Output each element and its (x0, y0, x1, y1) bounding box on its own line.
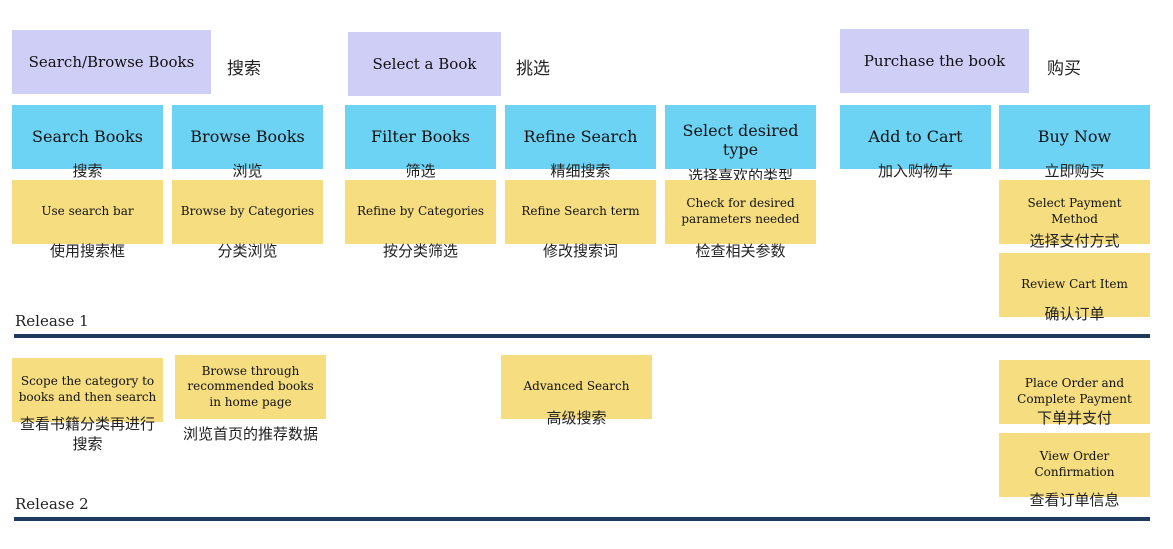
story-card-review-cart-item: Review Cart Item (999, 253, 1150, 317)
story-label: Browse by Categories (180, 204, 315, 219)
story-zh-label: 选择支付方式 (1029, 232, 1120, 250)
activity-zh-label: 购买 (1047, 59, 1081, 79)
story-zh-label: 修改搜索词 (542, 242, 618, 260)
story-card-refine-by-categories: Refine by Categories (345, 180, 496, 244)
story-label: Advanced Search (523, 379, 630, 394)
task-zh-label: 加入购物车 (877, 162, 953, 180)
story-label: Check for desired parameters needed (681, 196, 800, 226)
story-label: View Order Confirmation (1034, 449, 1115, 479)
story-card-check-parameters: Check for desired parameters needed (665, 180, 816, 244)
story-zh-label: 检查相关参数 (695, 242, 786, 260)
story-label: Refine by Categories (356, 204, 485, 219)
task-card-browse-books: Browse Books (172, 105, 323, 169)
task-zh-label: 精细搜索 (550, 162, 611, 180)
story-zh-label: 按分类筛选 (382, 242, 458, 260)
release-2-divider (14, 517, 1150, 521)
activity-label: Search/Browse Books (28, 53, 195, 71)
story-zh-label: 高级搜索 (546, 409, 607, 427)
story-card-place-order: Place Order and Complete Payment (999, 360, 1150, 424)
story-label: Use search bar (41, 204, 134, 219)
task-zh-label: 浏览 (232, 162, 263, 180)
task-label: Filter Books (371, 127, 470, 147)
story-zh-label: 确认订单 (1044, 305, 1105, 323)
story-card-view-order-confirmation: View Order Confirmation (999, 433, 1150, 497)
task-label: Add to Cart (868, 127, 963, 147)
story-zh-label: 使用搜索框 (49, 242, 125, 260)
story-card-browse-by-categories: Browse by Categories (172, 180, 323, 244)
activity-zh-label: 挑选 (516, 59, 550, 79)
activity-card-purchase: Purchase the book (840, 29, 1029, 93)
task-card-buy-now: Buy Now (999, 105, 1150, 169)
story-label: Refine Search term (521, 204, 640, 219)
story-label: Place Order and Complete Payment (1017, 376, 1132, 406)
task-label: Buy Now (1037, 127, 1112, 147)
task-label: Refine Search (523, 127, 638, 147)
story-zh-label: 下单并支付 (1036, 409, 1112, 427)
story-zh-label: 浏览首页的推荐数据 (182, 425, 318, 443)
story-label: Select Payment Method (1027, 196, 1122, 226)
story-label: Review Cart Item (1021, 277, 1128, 292)
release-1-label: Release 1 (15, 312, 89, 330)
task-card-filter-books: Filter Books (345, 105, 496, 169)
task-card-refine-search: Refine Search (505, 105, 656, 169)
task-zh-label: 筛选 (405, 162, 436, 180)
story-zh-label: 查看书籍分类再进行 (19, 415, 155, 433)
task-label: Search Books (32, 127, 143, 147)
story-card-select-payment-method: Select Payment Method (999, 180, 1150, 244)
story-card-scope-category: Scope the category to books and then sea… (12, 358, 163, 422)
story-label: Scope the category to books and then sea… (18, 374, 157, 404)
activity-card-select-book: Select a Book (348, 32, 501, 96)
task-card-select-desired-type: Select desired type (665, 105, 816, 169)
story-zh-label: 搜索 (72, 435, 103, 453)
activity-label: Purchase the book (863, 52, 1006, 70)
task-label: Browse Books (190, 127, 305, 147)
release-1-divider (14, 334, 1150, 338)
release-2-label: Release 2 (15, 495, 89, 513)
story-card-use-search-bar: Use search bar (12, 180, 163, 244)
story-card-refine-search-term: Refine Search term (505, 180, 656, 244)
story-card-browse-recommended: Browse through recommended books in home… (175, 355, 326, 419)
activity-zh-label: 搜索 (227, 59, 261, 79)
activity-card-search-browse: Search/Browse Books (12, 30, 211, 94)
task-label: Select desired type (682, 121, 799, 160)
story-card-advanced-search: Advanced Search (501, 355, 652, 419)
activity-label: Select a Book (372, 55, 477, 73)
task-card-add-to-cart: Add to Cart (840, 105, 991, 169)
story-zh-label: 分类浏览 (217, 242, 278, 260)
task-zh-label: 搜索 (72, 162, 103, 180)
task-card-search-books: Search Books (12, 105, 163, 169)
task-zh-label: 立即购买 (1044, 162, 1105, 180)
story-label: Browse through recommended books in home… (187, 363, 314, 409)
story-zh-label: 查看订单信息 (1029, 491, 1120, 509)
